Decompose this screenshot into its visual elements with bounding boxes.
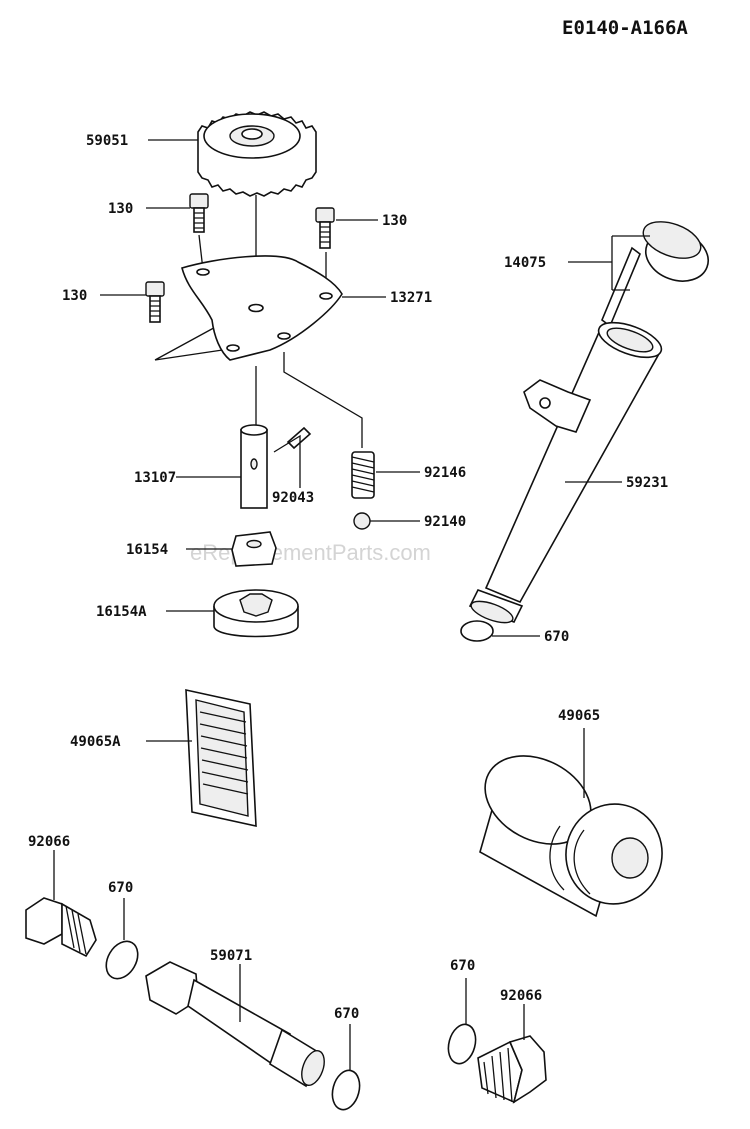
drain-plug-92066-right[interactable] [477,1035,547,1104]
label-92146: 92146 [424,465,466,481]
pin-92043[interactable] [286,426,312,450]
label-59051: 59051 [86,133,128,149]
label-92066-right: 92066 [500,988,542,1004]
label-130-left: 130 [62,288,87,304]
spring-92146[interactable] [351,451,375,499]
label-92140: 92140 [424,514,466,530]
outer-rotor-16154a[interactable] [213,589,299,638]
oil-filter-49065[interactable] [470,738,670,918]
label-130-top-left: 130 [108,201,133,217]
drain-pipe-59071[interactable] [145,961,329,1088]
shaft-13107[interactable] [240,424,268,509]
label-670-center: 670 [334,1006,359,1022]
dipstick-cap-14075[interactable] [601,215,715,328]
label-59231: 59231 [626,475,668,491]
drain-plug-92066-left[interactable] [25,897,97,958]
gear-59051[interactable] [197,111,317,197]
label-16154: 16154 [126,542,168,558]
inner-rotor-16154[interactable] [231,531,277,567]
label-59071: 59071 [210,948,252,964]
watermark: eReplacementParts.com [190,540,431,565]
label-670-tube: 670 [544,629,569,645]
label-13107: 13107 [134,470,176,486]
o-ring-670-right[interactable] [444,1021,479,1066]
label-92066-left: 92066 [28,834,70,850]
bolt-130-top-left[interactable] [189,193,209,233]
diagram-code: E0140-A166A [562,17,688,39]
label-14075: 14075 [504,255,546,271]
bolt-130-left[interactable] [145,281,165,323]
label-49065: 49065 [558,708,600,724]
label-49065a: 49065A [70,734,121,750]
bolt-130-top-right[interactable] [315,207,335,249]
fill-tube-59231[interactable] [468,316,666,627]
label-670-left: 670 [108,880,133,896]
plate-13271[interactable] [181,255,343,361]
label-670-right: 670 [450,958,475,974]
label-16154a: 16154A [96,604,147,620]
ball-92140[interactable] [353,512,371,530]
label-92043: 92043 [272,490,314,506]
o-ring-670-left[interactable] [100,936,144,985]
label-13271: 13271 [390,290,432,306]
strainer-49065a[interactable] [185,688,257,828]
o-ring-670-center[interactable] [328,1067,363,1112]
label-130-top-right: 130 [382,213,407,229]
o-ring-670-tube[interactable] [460,620,494,642]
